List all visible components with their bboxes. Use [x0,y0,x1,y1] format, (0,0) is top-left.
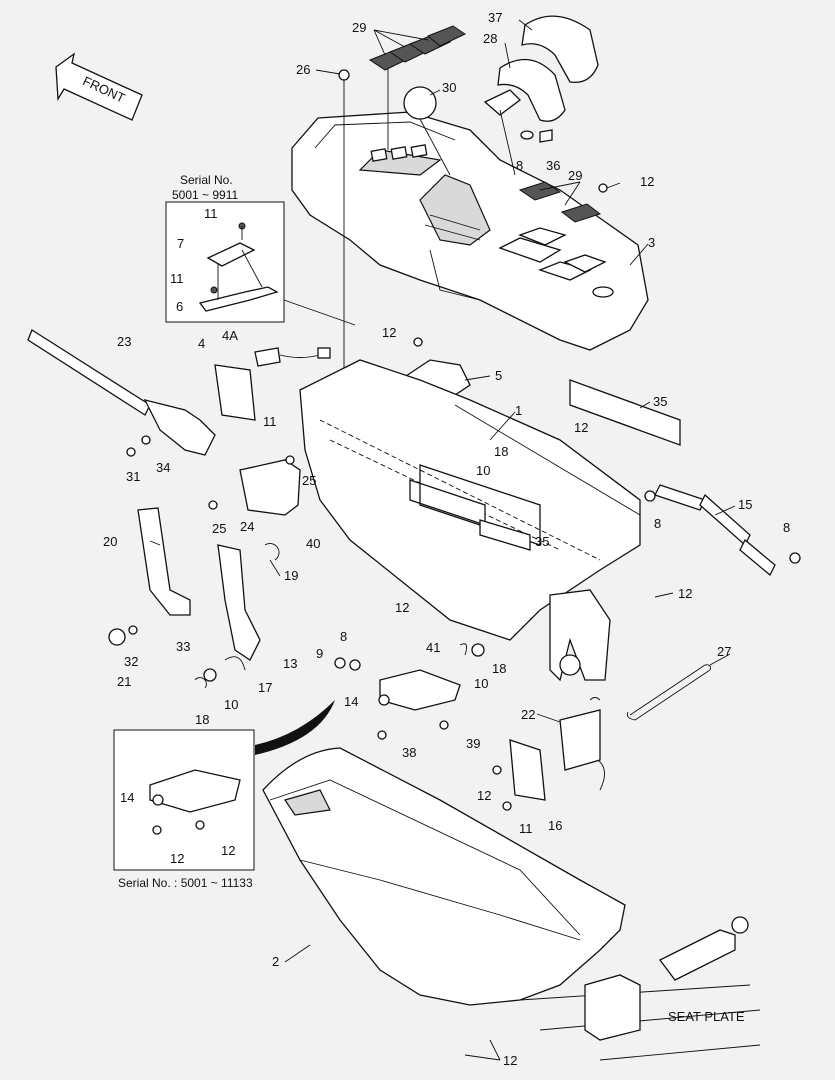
callout: 8 [783,520,790,535]
callout-labels: 29 37 28 26 30 8 36 29 12 3 4A 4 12 5 23… [103,10,790,1068]
callout: 38 [402,745,416,760]
callout: 35 [653,394,667,409]
callout: 34 [156,460,170,475]
callout: 12 [382,325,396,340]
callout: 11 [263,414,277,429]
callout: 31 [126,469,140,484]
callout: 4A [222,328,238,343]
callout: 29 [352,20,366,35]
callout: 21 [117,674,131,689]
gas-spring [644,484,801,577]
callout: 8 [654,516,661,531]
leader-lines [149,19,736,1061]
inset-bottom-callout: 12 [170,851,184,866]
control-lever [27,329,216,456]
callout: 25 [302,473,316,488]
link-plate [217,544,261,661]
callout: 30 [442,80,456,95]
callout: 12 [640,174,654,189]
console-lower-cover [262,747,626,1006]
callout: 41 [426,640,440,655]
callout: 12 [395,600,409,615]
callout: 17 [258,680,272,695]
front-direction-arrow: FRONT [55,52,143,121]
callout: 28 [483,31,497,46]
switch-box [214,364,256,421]
inset-bottom-callout: 12 [221,843,235,858]
callout: 26 [296,62,310,77]
console-upper-cover [291,111,649,351]
main-frame [299,359,641,641]
callout: 18 [492,661,506,676]
callout: 25 [212,521,226,536]
callout: 18 [494,444,508,459]
callout: 23 [117,334,131,349]
callout: 8 [516,158,523,173]
sensor-unit [559,709,601,771]
inset-bottom-serial-caption: Serial No. : 5001 ~ 11133 [118,876,253,890]
callout: 5 [495,368,502,383]
callout: 12 [678,586,692,601]
callout: 12 [574,420,588,435]
callout: 13 [283,656,297,671]
switch-caps-group [368,25,467,150]
callout: 10 [474,676,488,691]
callout: 29 [568,168,582,183]
callout: 19 [284,568,298,583]
inset-top-callout: 11 [170,271,184,286]
callout: 16 [548,818,562,833]
inset-serial-5001-11133: Serial No. : 5001 ~ 11133 [113,729,255,890]
inset-serial-5001-9911: Serial No. 5001 ~ 9911 [165,173,356,326]
ball-knob [403,86,437,120]
callout: 11 [519,821,533,836]
inset-top-callout: 7 [177,236,184,251]
callout: 37 [488,10,502,25]
hinge-bracket [379,669,461,711]
callout: 27 [717,644,731,659]
callout: 10 [476,463,490,478]
callout: 35 [535,534,549,549]
callout: 39 [466,736,480,751]
callout: 32 [124,654,138,669]
callout: 40 [306,536,320,551]
handle-grip [239,459,301,516]
inset-top-serial-title: Serial No. [180,173,233,187]
inset-top-callout: 11 [204,206,218,221]
callout: 15 [738,497,752,512]
belt-loop [626,664,711,721]
callout: 12 [477,788,491,803]
callout: 18 [195,712,209,727]
callout: 8 [340,629,347,644]
callout: 3 [648,235,655,250]
callout: 2 [272,954,279,969]
callout: 22 [521,707,535,722]
inset-bottom-callout: 14 [120,790,134,805]
seat-plate-label: SEAT PLATE [668,1009,745,1024]
callout: 12 [503,1053,517,1068]
callout: 36 [546,158,560,173]
callout: 1 [515,403,522,418]
lever-covers [483,15,599,176]
plate [569,379,681,446]
callout: 9 [316,646,323,661]
pivot-arm [137,507,191,616]
callout: 14 [344,694,358,709]
inset-top-serial-range: 5001 ~ 9911 [172,188,239,202]
callout: 4 [198,336,205,351]
callout: 20 [103,534,117,549]
callout: 33 [176,639,190,654]
callout: 10 [224,697,238,712]
seat-plate: SEAT PLATE [519,916,761,1061]
inset-top-callout: 6 [176,299,183,314]
callout: 24 [240,519,254,534]
